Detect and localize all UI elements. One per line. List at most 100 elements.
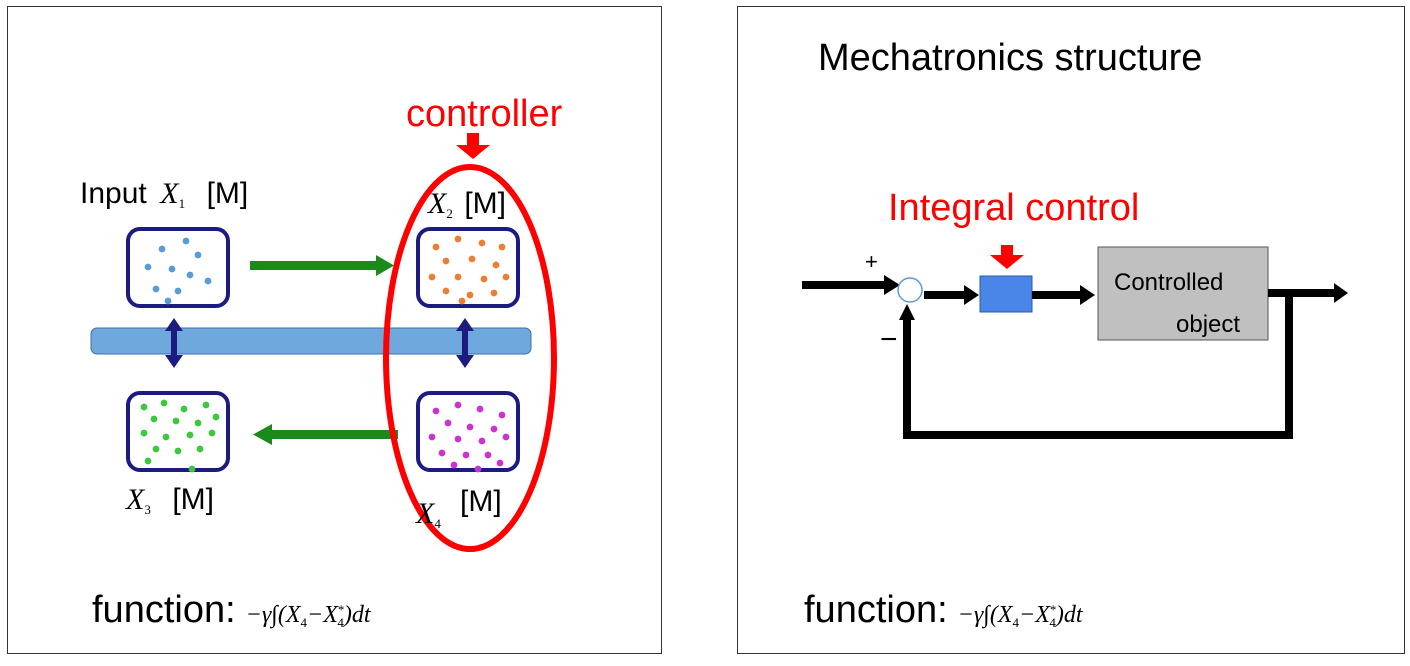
- controlled-object-block: [1097, 246, 1269, 341]
- particle-dot: [150, 415, 158, 423]
- output-arrow: [1268, 283, 1348, 303]
- particle-dot: [174, 287, 182, 295]
- controller-down-arrow: [456, 133, 490, 159]
- plant-label-line2: object: [1176, 311, 1241, 338]
- x3-box: [126, 391, 230, 472]
- particle-dot: [186, 431, 194, 439]
- left-function: function: −γ∫(X4−X*4)dt: [92, 589, 371, 632]
- integral-control-label: Integral control: [888, 187, 1140, 229]
- particle-dot: [502, 273, 510, 281]
- particle-dot: [478, 437, 486, 445]
- particle-dot: [476, 405, 484, 413]
- particle-dot: [144, 263, 152, 271]
- x3-label: X3 [M]: [126, 483, 214, 518]
- x4-unit: [M]: [460, 485, 502, 518]
- left-diagram: [90, 133, 557, 552]
- right-function-formula: −γ∫(X4−X*4)dt: [957, 602, 1083, 630]
- particle-dot: [498, 411, 506, 419]
- exchange-arrow-x1-x3: [165, 318, 183, 368]
- plant-label-line1: Controlled: [1114, 269, 1224, 296]
- particle-dot: [208, 429, 216, 437]
- particle-dot: [490, 289, 498, 297]
- particle-dot: [462, 451, 470, 459]
- particle-dot: [484, 451, 492, 459]
- input-arrow: [802, 275, 900, 295]
- particle-dot: [140, 403, 148, 411]
- particle-dot: [196, 445, 204, 453]
- left-panel: controller Input X1 [M] X2 [M] X3 [M] X4…: [7, 6, 662, 654]
- particle-dot: [152, 285, 160, 293]
- particle-dot: [160, 399, 168, 407]
- flow-arrow-x1-to-x2: [250, 255, 394, 276]
- input-prefix: Input: [80, 177, 147, 210]
- particle-dot: [450, 461, 458, 469]
- particle-dot: [468, 255, 476, 263]
- x1-variable: X1: [160, 177, 186, 211]
- feedback-path: [899, 293, 1293, 439]
- particle-dot: [454, 235, 462, 243]
- particle-dot: [168, 265, 176, 273]
- x1-box: [126, 227, 230, 308]
- particle-dot: [502, 433, 510, 441]
- particle-dot: [212, 413, 220, 421]
- particle-dot: [180, 405, 188, 413]
- x3-particles: [140, 399, 220, 473]
- minus-sign: −: [880, 323, 898, 356]
- block-to-plant-arrow: [1032, 285, 1095, 305]
- particle-dot: [466, 423, 474, 431]
- membrane-bar: [90, 327, 532, 355]
- particle-dot: [164, 297, 172, 305]
- particle-dot: [186, 271, 194, 279]
- x3-unit: [M]: [172, 483, 214, 516]
- right-function: function: −γ∫(X4−X*4)dt: [804, 589, 1083, 632]
- x2-unit: [M]: [464, 187, 506, 220]
- x4-label: X4: [416, 497, 441, 532]
- x1-particles: [144, 237, 212, 305]
- x4-variable: X4: [416, 497, 441, 531]
- particle-dot: [438, 449, 446, 457]
- particle-dot: [182, 237, 190, 245]
- x3-variable: X3: [126, 483, 151, 517]
- integral-control-block: [979, 275, 1033, 313]
- particle-dot: [174, 447, 182, 455]
- particle-dot: [442, 287, 450, 295]
- particle-dot: [444, 419, 452, 427]
- particle-dot: [454, 435, 462, 443]
- controller-label: controller: [406, 93, 563, 135]
- right-function-label: function:: [804, 589, 948, 631]
- particle-dot: [466, 291, 474, 299]
- integral-control-arrow: [990, 245, 1024, 269]
- particle-dot: [478, 239, 486, 247]
- x4-box: [416, 391, 520, 472]
- junction-to-block-arrow: [924, 285, 979, 305]
- particle-dot: [432, 243, 440, 251]
- control-loop-diagram: [802, 245, 1348, 439]
- particle-dot: [428, 433, 436, 441]
- particle-dot: [144, 457, 152, 465]
- particle-dot: [188, 465, 196, 473]
- particle-dot: [194, 419, 202, 427]
- right-panel: Mechatronics structure: [737, 6, 1405, 654]
- particle-dot: [454, 401, 462, 409]
- particle-dot: [172, 417, 180, 425]
- left-function-label: function:: [92, 589, 236, 631]
- x2-box: [416, 227, 520, 308]
- x1-unit: [M]: [206, 177, 249, 210]
- particle-dot: [152, 445, 160, 453]
- left-function-formula: −γ∫(X4−X*4)dt: [245, 602, 371, 630]
- summing-junction: [897, 277, 923, 303]
- particle-dot: [162, 433, 170, 441]
- particle-dot: [204, 277, 212, 285]
- particle-dot: [498, 243, 506, 251]
- particle-dot: [158, 245, 166, 253]
- flow-arrow-x4-to-x3: [253, 424, 398, 445]
- particle-dot: [202, 401, 210, 409]
- particle-dot: [194, 251, 202, 259]
- right-title: Mechatronics structure: [818, 37, 1203, 79]
- particle-dot: [474, 465, 482, 473]
- particle-dot: [428, 273, 436, 281]
- particle-dot: [480, 275, 488, 283]
- exchange-arrow-x2-x4: [456, 318, 474, 368]
- x1-label: Input X1 [M]: [80, 177, 248, 212]
- particle-dot: [442, 257, 450, 265]
